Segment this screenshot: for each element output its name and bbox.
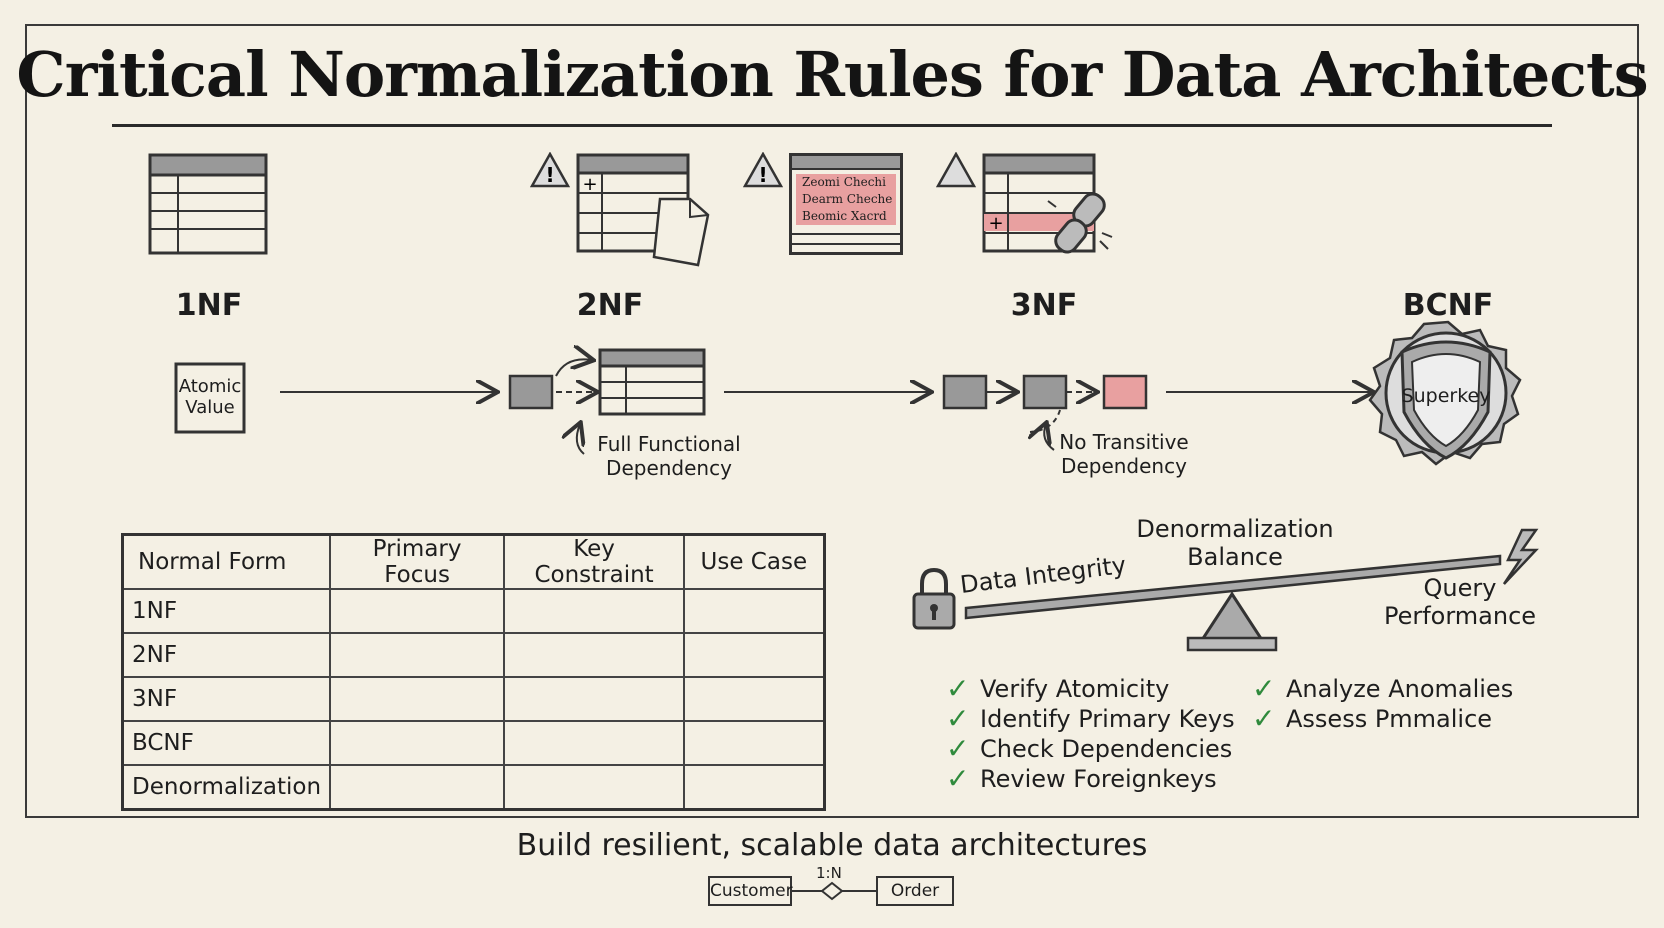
table-icon-1nf — [148, 153, 268, 255]
row-label: BCNF — [121, 720, 332, 766]
column-header: Use Case — [683, 533, 826, 590]
table-row: 2NF — [121, 632, 826, 678]
checklist-item: ✓Identify Primary Keys — [946, 702, 1235, 735]
warning-icon — [936, 152, 976, 188]
erd-cardinality: 1:N — [816, 864, 842, 882]
svg-text:!: ! — [758, 163, 767, 187]
transitive-block — [1102, 374, 1148, 410]
atomic-value-label: Atomic Value — [178, 376, 242, 418]
svg-text:+: + — [582, 174, 597, 195]
warning-icon: ! — [530, 152, 570, 188]
broken-link-table-icon: + — [982, 153, 1113, 254]
check-icon: ✓ — [946, 762, 970, 795]
checklist-item: ✓Verify Atomicity — [946, 672, 1170, 705]
stage-label-bcnf: BCNF — [1402, 288, 1494, 323]
column-header: Normal Form — [121, 533, 332, 590]
tagline: Build resilient, scalable data architect… — [516, 828, 1148, 863]
svg-text:+: + — [988, 213, 1003, 234]
dependency-arrow — [555, 359, 592, 377]
no-transitive-dependency-label: No Transitive Dependency — [1059, 430, 1189, 478]
row-label: Denormalization — [121, 764, 332, 810]
checklist-right: ✓Analyze Anomalies ✓Assess Pmmalice — [1252, 674, 1513, 734]
query-performance-label: Query Performance — [1383, 574, 1537, 630]
check-icon: ✓ — [1252, 702, 1276, 735]
full-functional-dependency-label: Full Functional Dependency — [597, 432, 741, 480]
stage-label-2nf: 2NF — [576, 288, 644, 323]
table-icon-2nf: + — [576, 153, 710, 267]
superkey-badge — [1368, 320, 1522, 466]
lock-icon — [912, 567, 956, 630]
row-label: 2NF — [121, 632, 332, 678]
checklist-item: ✓Check Dependencies — [946, 732, 1233, 765]
column-header: Primary Focus — [329, 533, 506, 590]
checklist-item: ✓Review Foreignkeys — [946, 762, 1217, 795]
superkey-label: Superkey — [1401, 385, 1491, 407]
svg-text:!: ! — [545, 163, 554, 187]
check-icon: ✓ — [1252, 672, 1276, 705]
table-row: Denormalization — [121, 764, 826, 810]
table-row: BCNF — [121, 720, 826, 766]
balance-title: Denormalization Balance — [1136, 515, 1334, 571]
stage-label-3nf: 3NF — [1010, 288, 1078, 323]
anomaly-row: Beomic Xacrd — [802, 209, 887, 223]
title-underline — [112, 124, 1552, 127]
checklist-left: ✓Verify Atomicity ✓Identify Primary Keys… — [946, 674, 1235, 794]
anomaly-table-icon: Zeomi Chechi Dearm Cheche Beomic Xacrd — [789, 153, 903, 255]
relationship-diamond — [820, 881, 844, 901]
row-label: 3NF — [121, 676, 332, 722]
checklist-item: ✓Assess Pmmalice — [1252, 702, 1493, 735]
erd-entity-order: Order — [876, 876, 954, 906]
check-icon: ✓ — [946, 732, 970, 765]
warning-icon: ! — [743, 152, 783, 188]
row-label: 1NF — [121, 588, 332, 634]
check-icon: ✓ — [946, 672, 970, 705]
check-icon: ✓ — [946, 702, 970, 735]
checklist-item: ✓Analyze Anomalies — [1252, 672, 1514, 705]
anomaly-row: Zeomi Chechi — [802, 175, 886, 189]
erd-entity-customer: Customer — [708, 876, 793, 906]
normal-forms-table: Normal Form Primary Focus Key Constraint… — [121, 533, 826, 811]
outer-frame — [25, 24, 1639, 818]
lightning-icon — [1502, 528, 1539, 585]
column-header: Key Constraint — [503, 533, 686, 590]
balance-beam — [964, 554, 1502, 620]
page-title: Critical Normalization Rules for Data Ar… — [16, 38, 1648, 111]
key-block — [508, 374, 554, 410]
table-row: 3NF — [121, 676, 826, 722]
table-row: 1NF — [121, 588, 826, 634]
stage-label-1nf: 1NF — [175, 288, 243, 323]
table-header-row: Normal Form Primary Focus Key Constraint… — [121, 533, 826, 590]
atomic-value-box — [174, 362, 246, 434]
anomaly-row: Dearm Cheche — [802, 192, 893, 206]
